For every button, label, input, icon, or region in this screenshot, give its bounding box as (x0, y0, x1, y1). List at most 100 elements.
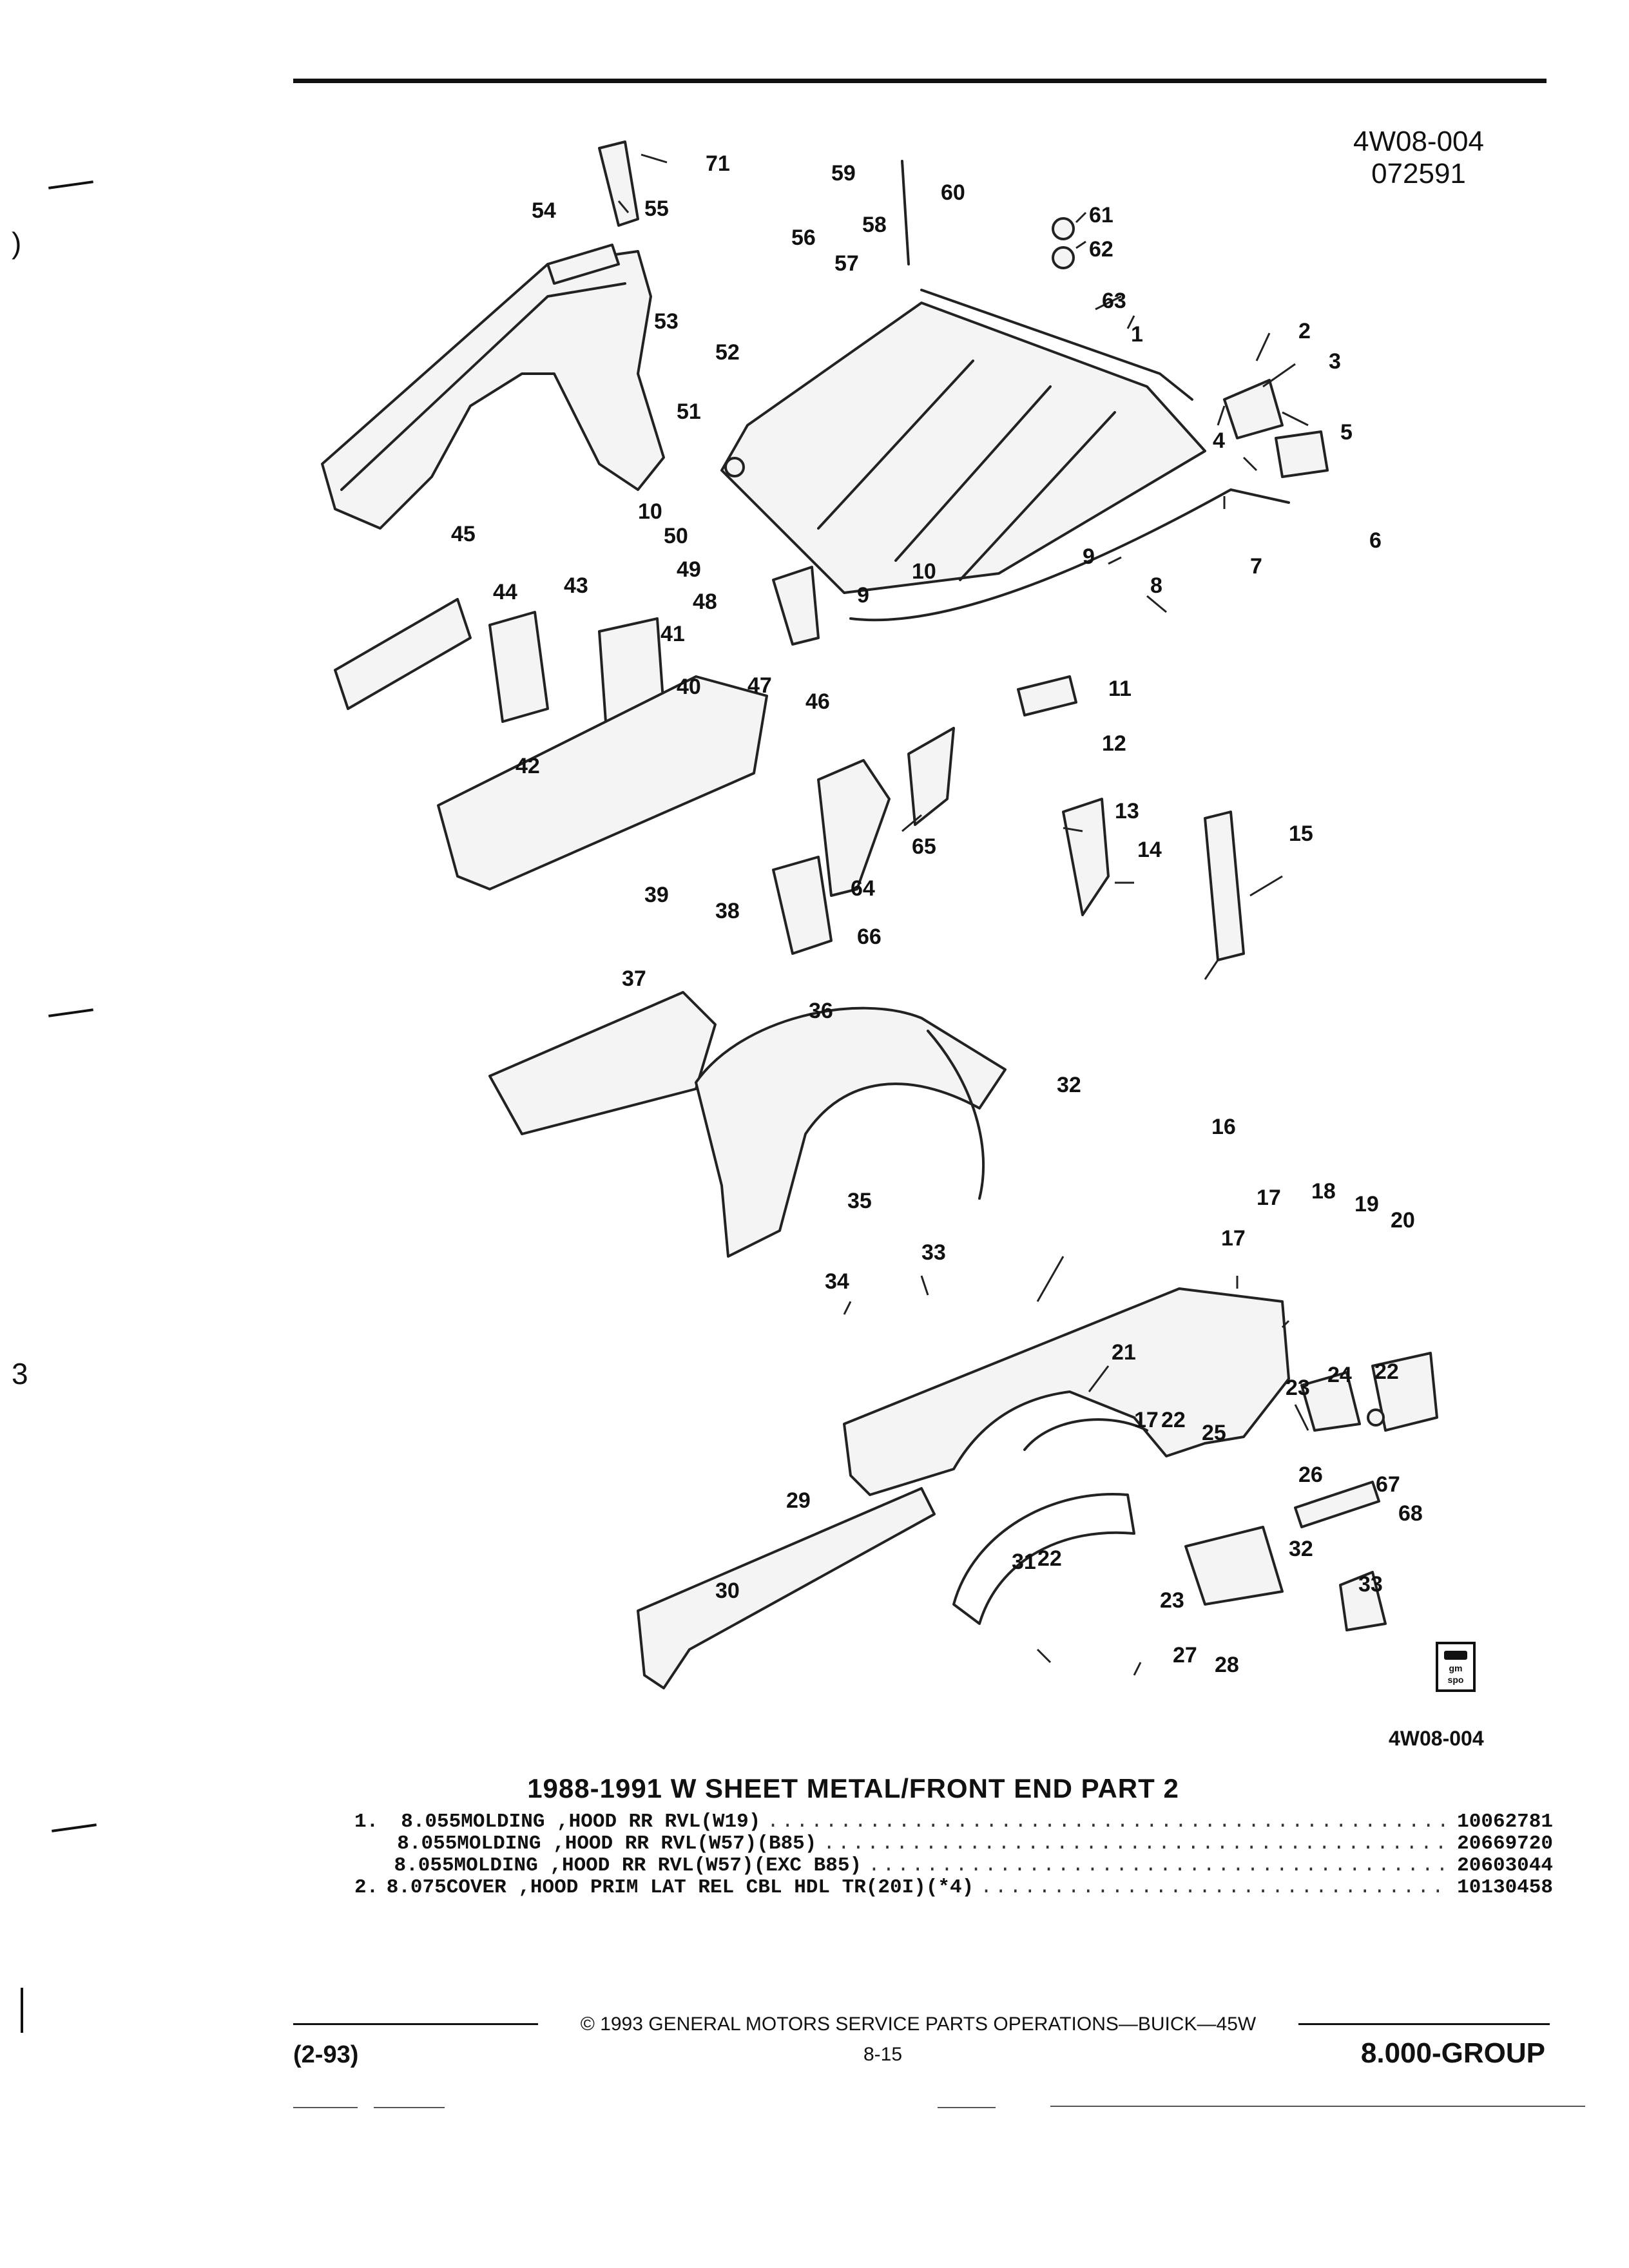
callout-64: 62 (1089, 237, 1113, 262)
group-label: 8.000-GROUP (1360, 2037, 1545, 2069)
callout-44: 42 (516, 754, 540, 778)
footer-rule-right (1298, 2023, 1550, 2025)
callout-40: 38 (715, 899, 740, 923)
bottom-dash (938, 2107, 996, 2108)
callout-41: 39 (644, 883, 669, 907)
callout-49: 47 (747, 673, 772, 698)
callout-37: 35 (847, 1189, 872, 1213)
exploded-parts-diagram: 71 55 54 56 57 58 59 60 61 62 63 53 52 5… (321, 140, 1438, 1689)
margin-tick (48, 1008, 93, 1017)
callout-16: 16 (1211, 1115, 1236, 1139)
page-number: 8-15 (863, 2044, 903, 2065)
bracket-32 (1184, 1526, 1284, 1606)
callout-15: 15 (1289, 822, 1313, 846)
callout-9b: 9 (857, 583, 869, 608)
callout-34: 32 (1057, 1073, 1081, 1097)
callout-65: 63 (1102, 289, 1126, 313)
callout-2: 2 (1298, 319, 1311, 343)
callout-69: 67 (1376, 1472, 1400, 1497)
callout-29: 29 (786, 1488, 811, 1513)
latch-5 (1275, 430, 1329, 478)
part-description: MOLDING ,HOOD RR RVL(W57)(EXC B85) (454, 1854, 862, 1877)
bracket-15 (1204, 811, 1245, 961)
hinge-57 (598, 140, 639, 227)
callout-3: 3 (1329, 349, 1341, 374)
parts-row: 8.055 MOLDING ,HOOD RR RVL(W57)(B85) ...… (354, 1832, 1553, 1855)
callout-7: 7 (1250, 554, 1262, 579)
group-number: 8.055 (397, 1832, 458, 1855)
bracket-13 (1062, 798, 1110, 916)
callout-12: 12 (1102, 731, 1126, 756)
side-marker-lamp-20 (1371, 1352, 1438, 1432)
callout-68: 66 (857, 925, 882, 949)
bumper-63 (1052, 217, 1075, 240)
wheelhouse-liner-34 (695, 1006, 1007, 1258)
callout-39: 37 (622, 966, 646, 991)
filler-39 (488, 991, 717, 1135)
callout-17a: 17 (1257, 1186, 1281, 1210)
part-description: MOLDING ,HOOD RR RVL(W19) (461, 1811, 761, 1833)
callout-6: 6 (1369, 528, 1382, 553)
callout-5: 5 (1340, 420, 1353, 445)
callout-31: 31 (1012, 1550, 1036, 1574)
document-id: 4W08-004 (1353, 126, 1484, 157)
callout-36: 34 (825, 1269, 849, 1294)
callout-54: 52 (715, 340, 740, 365)
callout-25: 25 (1202, 1421, 1226, 1445)
document-date: 072591 (1371, 158, 1466, 189)
callout-22c: 22 (1037, 1546, 1062, 1571)
callout-26: 26 (1298, 1463, 1323, 1487)
callout-71: 71 (706, 151, 730, 176)
hood-hinge-49 (772, 566, 820, 646)
callout-23b: 23 (1160, 1588, 1184, 1613)
callout-58: 56 (791, 226, 816, 250)
callout-23a: 23 (1286, 1376, 1310, 1400)
callout-55: 53 (654, 309, 679, 334)
callout-61: 59 (831, 161, 856, 186)
callout-1: 1 (1131, 322, 1143, 347)
callout-10b: 10 (638, 499, 662, 524)
callout-10a: 10 (912, 559, 936, 584)
splash-shield-47 (334, 598, 472, 710)
bracket-68 (772, 856, 833, 955)
callout-9a: 9 (1083, 544, 1095, 569)
parts-row: 2. 8.075 COVER ,HOOD PRIM LAT REL CBL HD… (354, 1876, 1553, 1899)
callout-8: 8 (1150, 573, 1162, 598)
callout-4: 4 (1213, 428, 1225, 453)
callout-22b: 22 (1161, 1408, 1186, 1432)
leader-dots: ........................................… (767, 1811, 1451, 1833)
callout-13: 13 (1115, 799, 1139, 823)
bumper-69 (1367, 1408, 1385, 1427)
callout-46: 44 (493, 580, 517, 604)
callout-38: 36 (809, 999, 833, 1023)
air-deflector-41 (437, 675, 768, 890)
bottom-dash (293, 2107, 358, 2108)
margin-tick (48, 180, 93, 189)
hinge-bracket-46 (488, 611, 549, 723)
group-number: 8.055 (394, 1854, 454, 1877)
diagram-code: 4W08-004 (1389, 1727, 1484, 1750)
hood-panel (720, 302, 1206, 594)
callout-32: 32 (1289, 1537, 1313, 1561)
callout-21: 21 (1112, 1340, 1136, 1365)
callout-66: 64 (851, 876, 875, 901)
document-id-block: 4W08-004 072591 (1353, 126, 1484, 190)
callout-62: 60 (941, 180, 965, 205)
part-number: 10130458 (1457, 1876, 1553, 1899)
release-cable-8 (849, 488, 1290, 622)
callout-47: 45 (451, 522, 476, 546)
callout-50: 48 (693, 590, 717, 614)
part-description: MOLDING ,HOOD RR RVL(W57)(B85) (457, 1832, 817, 1855)
bracket-66 (817, 759, 891, 897)
callout-28: 28 (1215, 1653, 1239, 1677)
callout-67: 65 (912, 834, 936, 859)
molding-26 (1294, 1481, 1380, 1528)
callout-19: 19 (1354, 1192, 1379, 1216)
bracket-33 (1339, 1571, 1387, 1631)
item-number: 1. (354, 1811, 379, 1833)
bottom-rule (1050, 2106, 1585, 2107)
top-rule (293, 79, 1547, 83)
part-description: COVER ,HOOD PRIM LAT REL CBL HDL TR(20I)… (446, 1876, 974, 1899)
bumper-10 (724, 457, 745, 477)
